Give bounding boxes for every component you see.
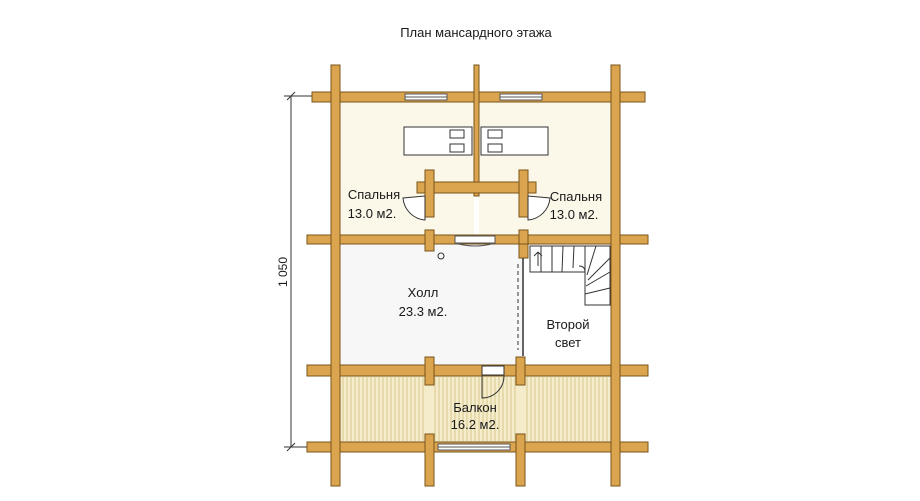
bed-left [403,126,473,156]
staircase [529,245,611,306]
bedroom-right-area: 13.0 м2. [550,207,599,222]
plan-title: План мансардного этажа [400,25,552,40]
hall-floor [340,244,524,365]
railing [517,258,524,356]
hall-top-opening [454,235,496,247]
bedroom-left-floor [340,102,474,235]
bedroom-right-floor [479,102,611,235]
dimension-label: 1 050 [276,257,290,287]
bed-right [480,126,549,156]
hall-name: Холл [408,285,439,300]
hall-area: 23.3 м2. [399,304,448,319]
window-balcony [437,443,511,451]
second-light-line2: свет [555,335,581,350]
bedroom-right-name: Спальня [550,189,602,204]
hall-fixture [437,252,445,260]
door-bedroom-right [527,195,551,221]
dimension-line [284,91,332,452]
second-light-line1: Второй [547,317,590,332]
window-top-left [404,93,448,101]
balcony-deck [340,376,611,442]
door-balcony [481,365,505,399]
window-top-right [499,93,543,101]
bedroom-left-name: Спальня [348,187,400,202]
balcony-area: 16.2 м2. [451,417,500,432]
door-bedroom-left [402,195,426,221]
balcony-name: Балкон [453,400,497,415]
bedroom-left-area: 13.0 м2. [348,206,397,221]
